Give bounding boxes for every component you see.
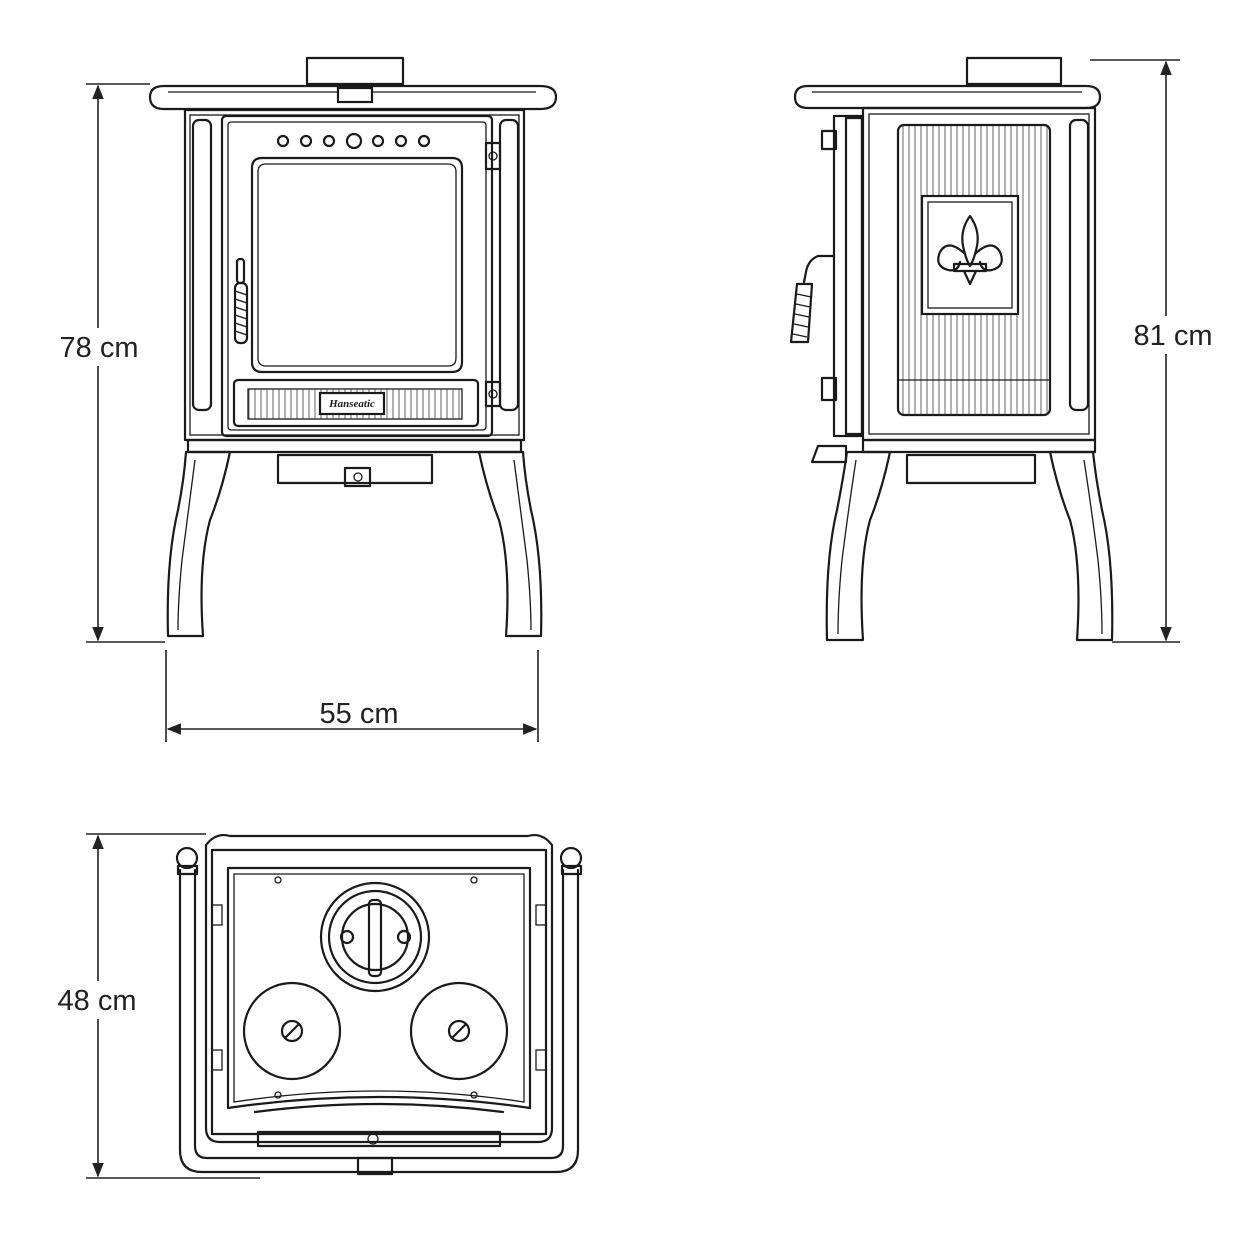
door-glass [250, 156, 464, 374]
front-width-label: 55 cm [320, 698, 399, 730]
air-vent-holes [276, 132, 431, 150]
top-view [175, 833, 583, 1176]
flue-outlet [319, 881, 431, 993]
fleur-de-lis-emblem [937, 214, 1003, 286]
side-view [789, 56, 1114, 642]
top-depth-dimension: 48 cm [50, 833, 260, 1179]
hot-plate-left [242, 981, 342, 1081]
brand-label: Hanseatic [328, 398, 375, 410]
side-door-handle [789, 254, 836, 344]
left-leg [166, 450, 232, 638]
front-height-dimension: 78 cm [52, 83, 165, 643]
door-handle [233, 257, 249, 345]
top-depth-label: 48 cm [58, 985, 137, 1017]
front-view: Hanseatic [148, 56, 558, 638]
side-height-label: 81 cm [1134, 320, 1213, 352]
right-leg [477, 450, 543, 638]
hot-plate-right [409, 981, 509, 1081]
front-width-dimension: 55 cm [165, 650, 539, 742]
side-height-dimension: 81 cm [1090, 59, 1218, 643]
front-height-label: 78 cm [60, 332, 139, 364]
